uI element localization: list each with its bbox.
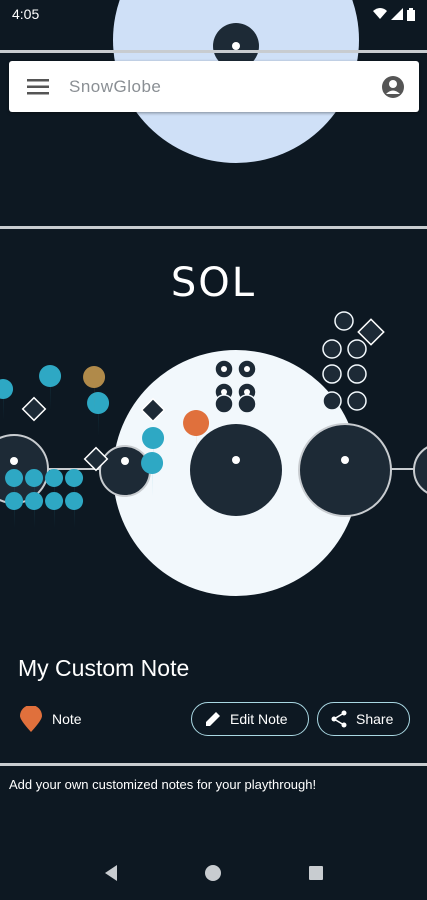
system-map[interactable]: SOL [0,229,427,639]
share-icon [331,710,347,728]
planet-main[interactable] [190,424,282,516]
custom-note-marker[interactable] [183,410,210,455]
sheet-divider [0,763,427,766]
battery-icon [407,7,415,21]
top-map-planet [113,0,359,163]
share-button[interactable]: Share [317,702,410,736]
back-icon[interactable] [103,864,119,882]
menu-icon[interactable] [27,78,49,95]
poi-diamond-right[interactable] [357,318,385,346]
pencil-icon [206,712,220,726]
top-map-area[interactable] [0,0,427,226]
note-title: My Custom Note [18,655,190,681]
wifi-icon [373,8,387,19]
top-divider-line [0,50,427,53]
note-description: Add your own customized notes for your p… [9,777,317,792]
system-map-canvas[interactable] [0,229,427,639]
planet-small-left[interactable] [99,445,151,497]
recents-icon[interactable] [308,865,324,881]
planet-far-right[interactable] [413,444,427,496]
poi-pins-lore[interactable] [0,365,165,497]
poi-diamonds-left[interactable] [21,396,166,472]
status-time: 4:05 [12,6,40,22]
edit-note-label: Edit Note [230,711,288,727]
status-icons [373,7,415,21]
system-nav-bar [0,845,427,900]
note-type-row: Note [20,706,82,732]
account-icon[interactable] [381,75,405,99]
moon-cluster-right[interactable] [322,311,367,411]
edit-note-button[interactable]: Edit Note [191,702,309,736]
system-title: SOL [170,260,257,306]
note-marker-icon [20,706,42,732]
poi-pins-people[interactable] [5,469,84,529]
share-label: Share [356,711,394,727]
search-input[interactable]: SnowGlobe [69,76,162,96]
note-detail-sheet: My Custom Note Note Edit Note Share Add … [0,639,427,900]
planet-left[interactable] [0,434,49,504]
signal-icon [391,8,403,20]
status-bar: 4:05 [0,0,427,28]
quest-pin[interactable] [83,366,106,411]
section-divider-line [0,226,427,229]
search-bar[interactable]: SnowGlobe [9,61,419,112]
planet-right[interactable] [298,423,392,517]
note-type-label: Note [52,711,82,727]
home-icon[interactable] [204,864,222,882]
